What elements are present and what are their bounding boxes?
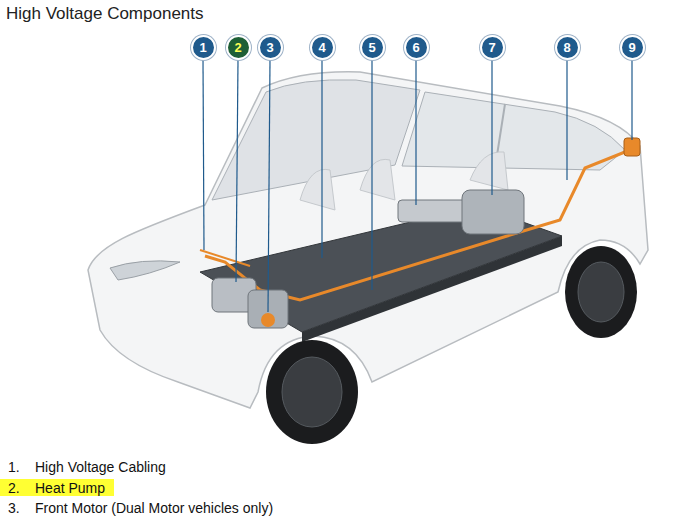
rear-rim xyxy=(578,262,624,322)
row-highlight xyxy=(0,479,114,496)
leader-line xyxy=(371,60,372,290)
battery-edge xyxy=(302,236,562,342)
leader-line xyxy=(566,60,567,180)
callout-number: 2 xyxy=(234,41,241,54)
list-number: 1. xyxy=(8,459,20,475)
charge-port xyxy=(624,138,640,156)
callout-number: 4 xyxy=(318,41,325,54)
callout-circle: 8 xyxy=(555,35,580,60)
car-body xyxy=(88,72,648,408)
leader-line xyxy=(415,60,416,205)
callout-circle: 3 xyxy=(258,35,283,60)
component-name: High Voltage Cabling xyxy=(35,459,166,475)
callout-number: 6 xyxy=(412,41,419,54)
leader-line xyxy=(491,60,492,195)
callout-circle: 6 xyxy=(404,35,429,60)
callout-number: 7 xyxy=(488,41,495,54)
callout-number: 1 xyxy=(199,41,206,54)
callout-circle: 4 xyxy=(310,35,335,60)
callout-circle: 1 xyxy=(191,35,216,60)
rear-bracket xyxy=(398,200,468,222)
callout-circle: 7 xyxy=(480,35,505,60)
leader-line xyxy=(236,60,238,282)
leader-line xyxy=(268,60,270,312)
callout-number: 8 xyxy=(563,41,570,54)
callout-circle: 5 xyxy=(360,35,385,60)
callout-circle: 9 xyxy=(620,35,645,60)
page-title: High Voltage Components xyxy=(6,4,204,24)
callout-number: 5 xyxy=(368,41,375,54)
side-windows xyxy=(402,92,625,170)
leader-lines xyxy=(203,60,632,312)
component-name: Heat Pump xyxy=(35,480,105,496)
front-wheel xyxy=(266,340,358,444)
rear-wheel xyxy=(565,246,637,338)
component-name: Front Motor (Dual Motor vehicles only) xyxy=(35,500,273,516)
headlight xyxy=(110,261,180,280)
front-rim xyxy=(282,357,342,427)
list-number: 3. xyxy=(8,500,20,516)
callout-circle: 2 xyxy=(226,35,251,60)
leader-line xyxy=(321,60,322,258)
front-motor-port xyxy=(261,313,275,327)
callout-number: 3 xyxy=(266,41,273,54)
hv-cable-front xyxy=(200,250,250,266)
list-number: 2. xyxy=(8,480,20,496)
rear-motor xyxy=(462,190,524,234)
callout-number: 9 xyxy=(628,41,635,54)
leader-line xyxy=(631,60,632,140)
leader-line xyxy=(203,60,204,250)
